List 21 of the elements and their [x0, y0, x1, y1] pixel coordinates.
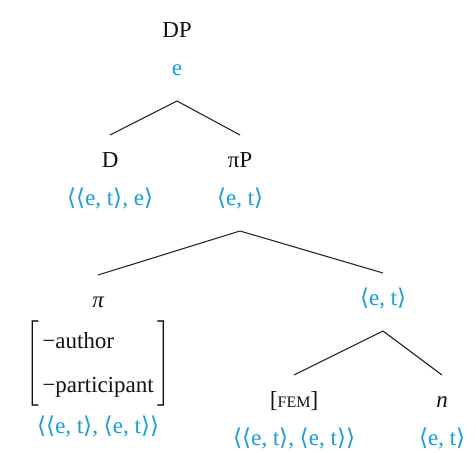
category-label: πP — [228, 146, 252, 174]
tree-branch — [294, 330, 384, 376]
type-label: ⟨⟨e, t⟩, ⟨e, t⟩⟩ — [37, 412, 159, 440]
type-label: ⟨⟨e, t⟩, ⟨e, t⟩⟩ — [233, 424, 355, 452]
category-label: n — [436, 386, 448, 414]
type-label: e — [172, 54, 182, 82]
tree-branch — [382, 330, 442, 376]
category-label: D — [102, 146, 118, 174]
category-label: π — [92, 286, 104, 314]
type-label: ⟨e, t⟩ — [360, 284, 406, 312]
tree-branch — [240, 230, 384, 274]
feature-label: −participant — [42, 371, 154, 399]
tree-branch — [98, 230, 240, 276]
type-label: ⟨e, t⟩ — [418, 424, 466, 452]
tree-branch — [110, 100, 178, 136]
type-label: ⟨e, t⟩ — [216, 184, 264, 212]
category-label: [fem] — [270, 386, 318, 414]
type-label: ⟨⟨e, t⟩, e⟩ — [67, 184, 153, 212]
category-label: DP — [162, 16, 192, 44]
tree-branch — [176, 100, 240, 136]
feature-label: −author — [42, 327, 116, 355]
